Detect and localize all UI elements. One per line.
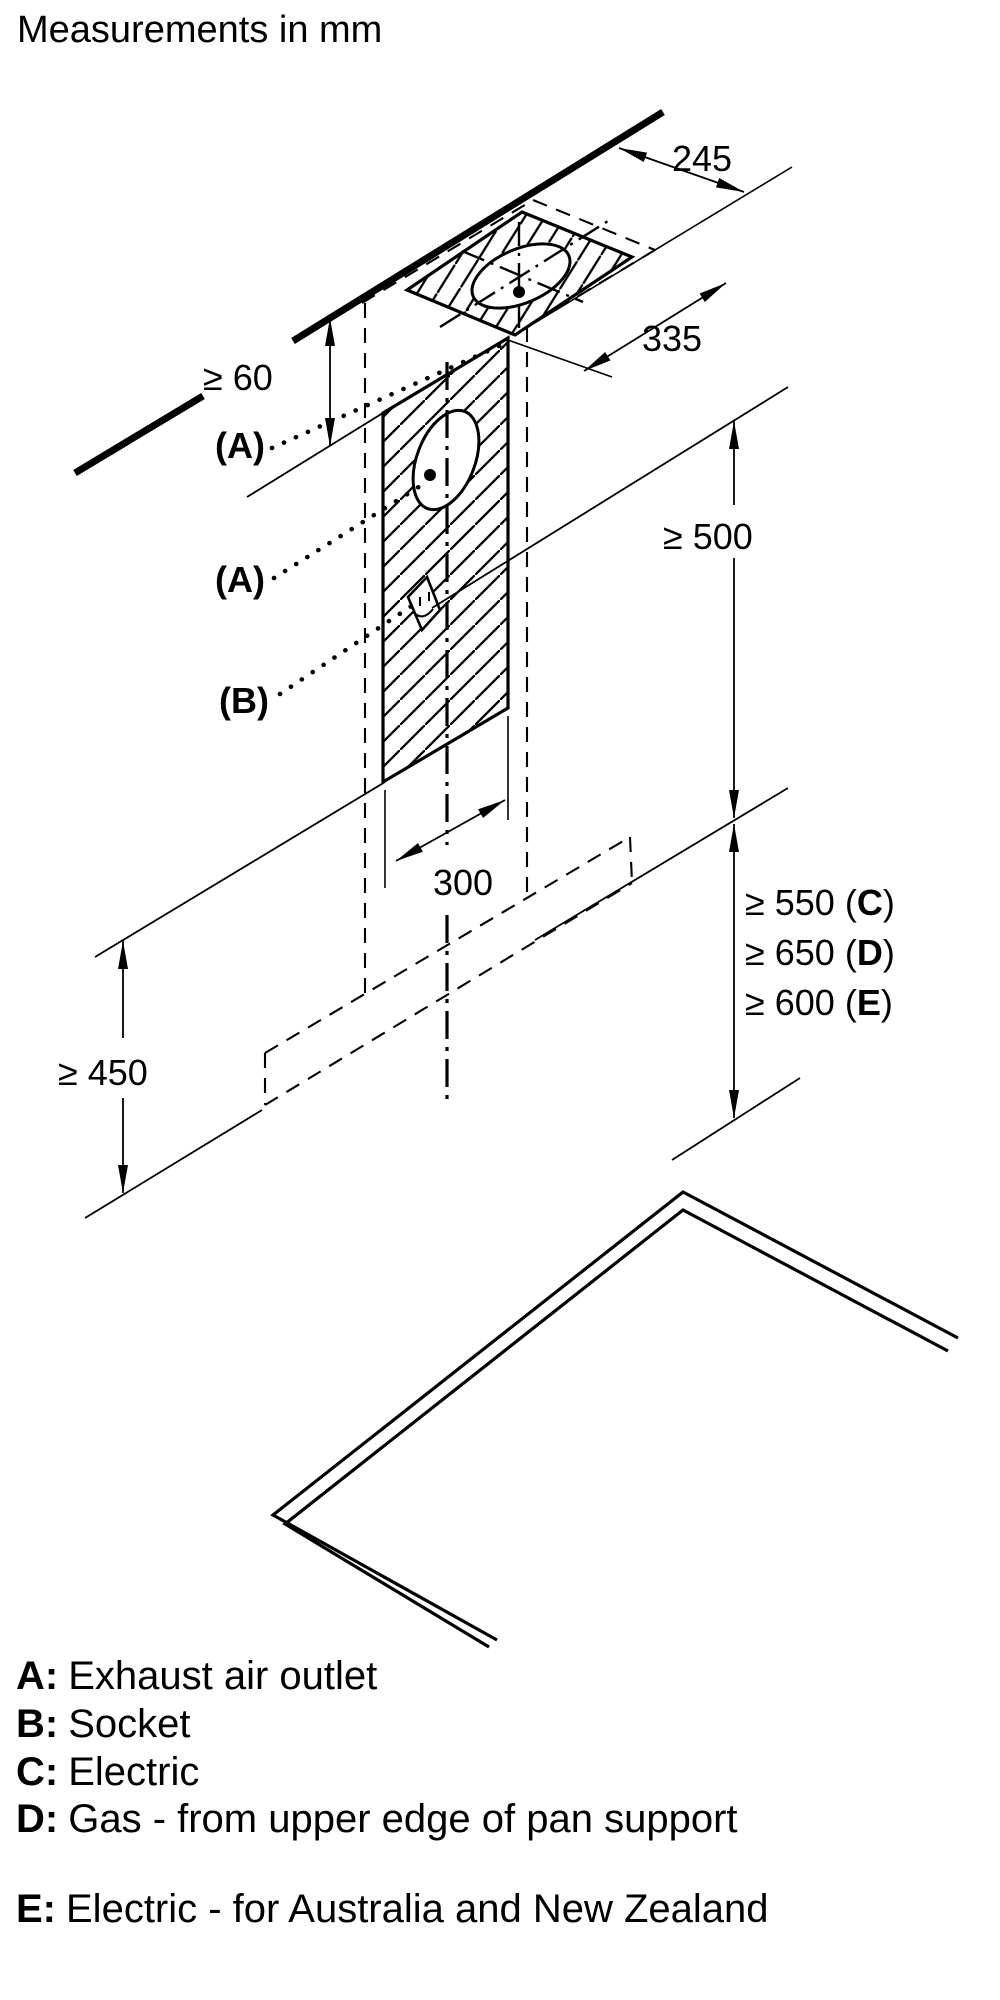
legend: A:Exhaust air outlet B:Socket C:Electric… bbox=[16, 1654, 769, 1931]
wall-fixing-point bbox=[424, 469, 436, 481]
wall-mounting-panel bbox=[381, 335, 510, 1105]
dimension-hob-clearance: ≥ 550 (C) ≥ 650 (D) ≥ 600 (E) bbox=[729, 824, 895, 1118]
dim-label-300: 300 bbox=[433, 862, 493, 903]
legend-item-b: B:Socket bbox=[16, 1702, 191, 1746]
dim-label-600-aus-nz: ≥ 600 (E) bbox=[745, 982, 893, 1023]
dim-label-500: ≥ 500 bbox=[663, 516, 753, 557]
dim-label-60: ≥ 60 bbox=[203, 357, 273, 398]
ceiling-edge-line bbox=[73, 109, 665, 476]
dimension-plate-width: 335 bbox=[507, 282, 727, 378]
cooktop-outline bbox=[270, 1190, 959, 1649]
legend-item-c: C:Electric bbox=[16, 1750, 199, 1794]
worktop-line bbox=[84, 1109, 263, 1219]
hood-bottom-wall-line bbox=[94, 781, 386, 958]
dim-label-650-gas: ≥ 650 (D) bbox=[745, 932, 895, 973]
extension-line-front-edge bbox=[517, 166, 793, 334]
hood-canopy-dashed-outline bbox=[263, 836, 634, 1106]
upper-front-reference-line bbox=[431, 386, 789, 609]
dimension-wall-clearance: ≥ 500 bbox=[663, 421, 753, 818]
ceiling-duct-plate bbox=[403, 210, 636, 337]
hood-top-reference-line bbox=[246, 412, 384, 498]
callout-exhaust-top: (A) bbox=[215, 425, 265, 466]
dimension-ceiling-clearance: ≥ 60 bbox=[203, 318, 335, 446]
page-title: Measurements in mm bbox=[17, 9, 382, 51]
callout-leaders bbox=[269, 339, 511, 697]
hood-bottom-front-line bbox=[534, 787, 789, 941]
socket-plug-icon bbox=[412, 592, 434, 618]
legend-item-a: A:Exhaust air outlet bbox=[16, 1654, 377, 1698]
hob-surface-line bbox=[671, 1077, 801, 1161]
dimension-duct-width: 300 bbox=[384, 716, 509, 903]
legend-item-d: D:Gas - from upper edge of pan support bbox=[16, 1797, 738, 1841]
ceiling-fixing-point bbox=[513, 286, 525, 298]
callout-socket: (B) bbox=[219, 680, 269, 721]
dimension-worktop-clearance: ≥ 450 bbox=[58, 941, 148, 1193]
dim-label-550-electric: ≥ 550 (C) bbox=[745, 882, 895, 923]
legend-item-e: E:Electric - for Australia and New Zeala… bbox=[16, 1887, 769, 1931]
dim-label-450: ≥ 450 bbox=[58, 1052, 148, 1093]
socket-box bbox=[406, 574, 442, 633]
dim-label-245: 245 bbox=[672, 138, 732, 179]
reference-lines bbox=[84, 386, 801, 1219]
leader-b-socket bbox=[277, 602, 416, 697]
leader-a-top bbox=[269, 339, 511, 451]
dim-label-335: 335 bbox=[642, 318, 702, 359]
callout-exhaust-wall: (A) bbox=[215, 559, 265, 600]
chimney-shaft-dashed-outline bbox=[361, 199, 656, 995]
dimension-ceiling-depth: 245 bbox=[517, 138, 793, 334]
ceiling-plate-centerlines bbox=[439, 219, 609, 332]
